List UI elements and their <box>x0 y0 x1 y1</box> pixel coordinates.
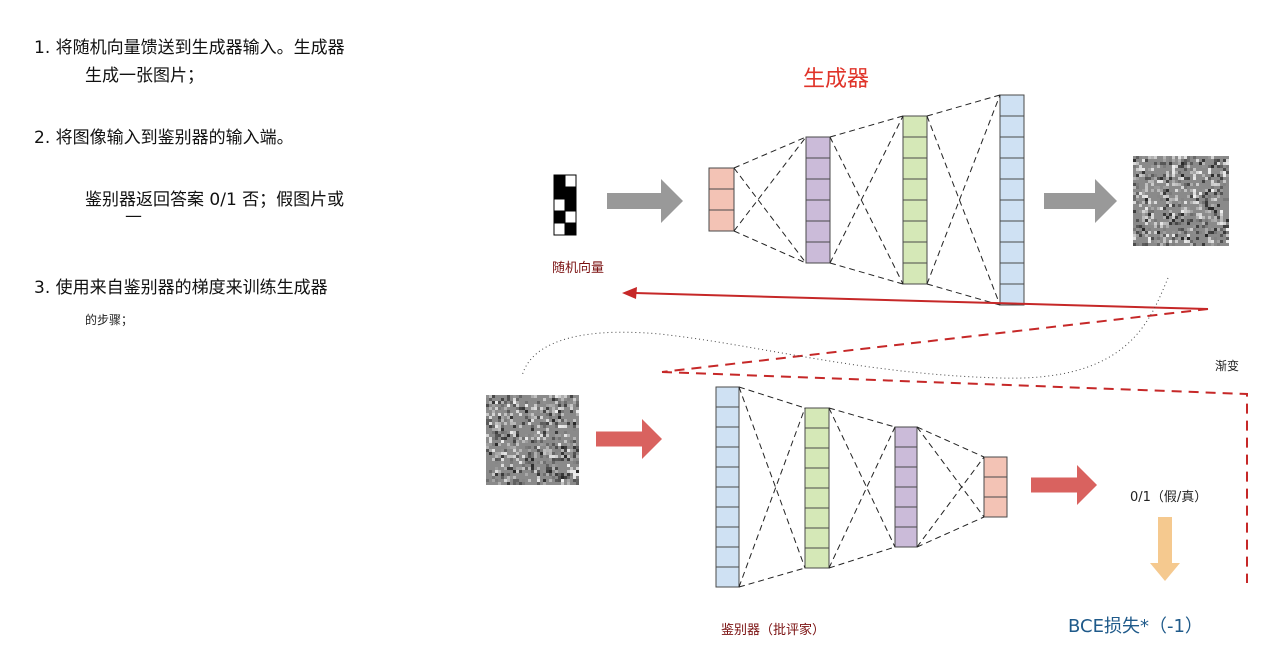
arrow-to-discriminator <box>596 419 662 459</box>
discriminator-layer-3 <box>894 426 918 548</box>
discriminator-layer-4 <box>983 456 1008 518</box>
discriminator-input-noise-image <box>486 395 579 485</box>
arrow-to-generator <box>607 179 683 223</box>
generated-noise-image <box>1133 156 1229 246</box>
generator-layer-3 <box>902 115 928 285</box>
generator-layer-1 <box>708 167 735 232</box>
generator-connections-3 <box>926 94 1001 306</box>
discriminator-label: 鉴别器（批评家） <box>721 623 826 638</box>
flow-dotted-curve <box>521 277 1169 379</box>
gradient-dashed-diagonal <box>661 308 1209 373</box>
random-vector-grid <box>553 174 577 236</box>
generator-connections-1 <box>733 136 807 264</box>
step-3: 3. 使用来自鉴别器的梯度来训练生成器 <box>34 278 328 298</box>
discriminator-connections-2 <box>828 407 896 569</box>
generator-connections-2 <box>829 115 904 285</box>
arrow-from-generator <box>1044 179 1117 223</box>
random-vector-label: 随机向量 <box>552 261 605 276</box>
discriminator-layer-1 <box>715 386 740 588</box>
step-1-line-1: 1. 将随机向量馈送到生成器输入。生成器 <box>34 38 345 58</box>
gradient-dashed-frame <box>661 371 1248 583</box>
step-1-line-2: 生成一张图片； <box>85 66 204 86</box>
step-2-dash: — <box>125 206 142 226</box>
discriminator-connections-3 <box>916 426 985 548</box>
gradient-label: 渐变 <box>1215 359 1240 373</box>
generator-layer-2 <box>805 136 831 264</box>
generator-title: 生成器 <box>803 67 870 92</box>
gradient-back-arrowhead <box>622 287 637 299</box>
output-label: 0/1（假/真） <box>1130 490 1208 505</box>
bce-loss-label: BCE损失*（-1） <box>1068 616 1203 637</box>
discriminator-connections-1 <box>738 386 806 588</box>
step-2: 2. 将图像输入到鉴别器的输入端。 <box>34 128 294 148</box>
arrow-to-loss <box>1150 517 1180 581</box>
gradient-back-line <box>632 292 1209 310</box>
discriminator-layer-2 <box>804 407 830 569</box>
step-3-sub: 的步骤； <box>85 313 134 327</box>
step-2-sub: 鉴别器返回答案 0/1 否；假图片或 <box>85 190 345 210</box>
arrow-from-discriminator <box>1031 465 1097 505</box>
generator-layer-4 <box>999 94 1025 306</box>
